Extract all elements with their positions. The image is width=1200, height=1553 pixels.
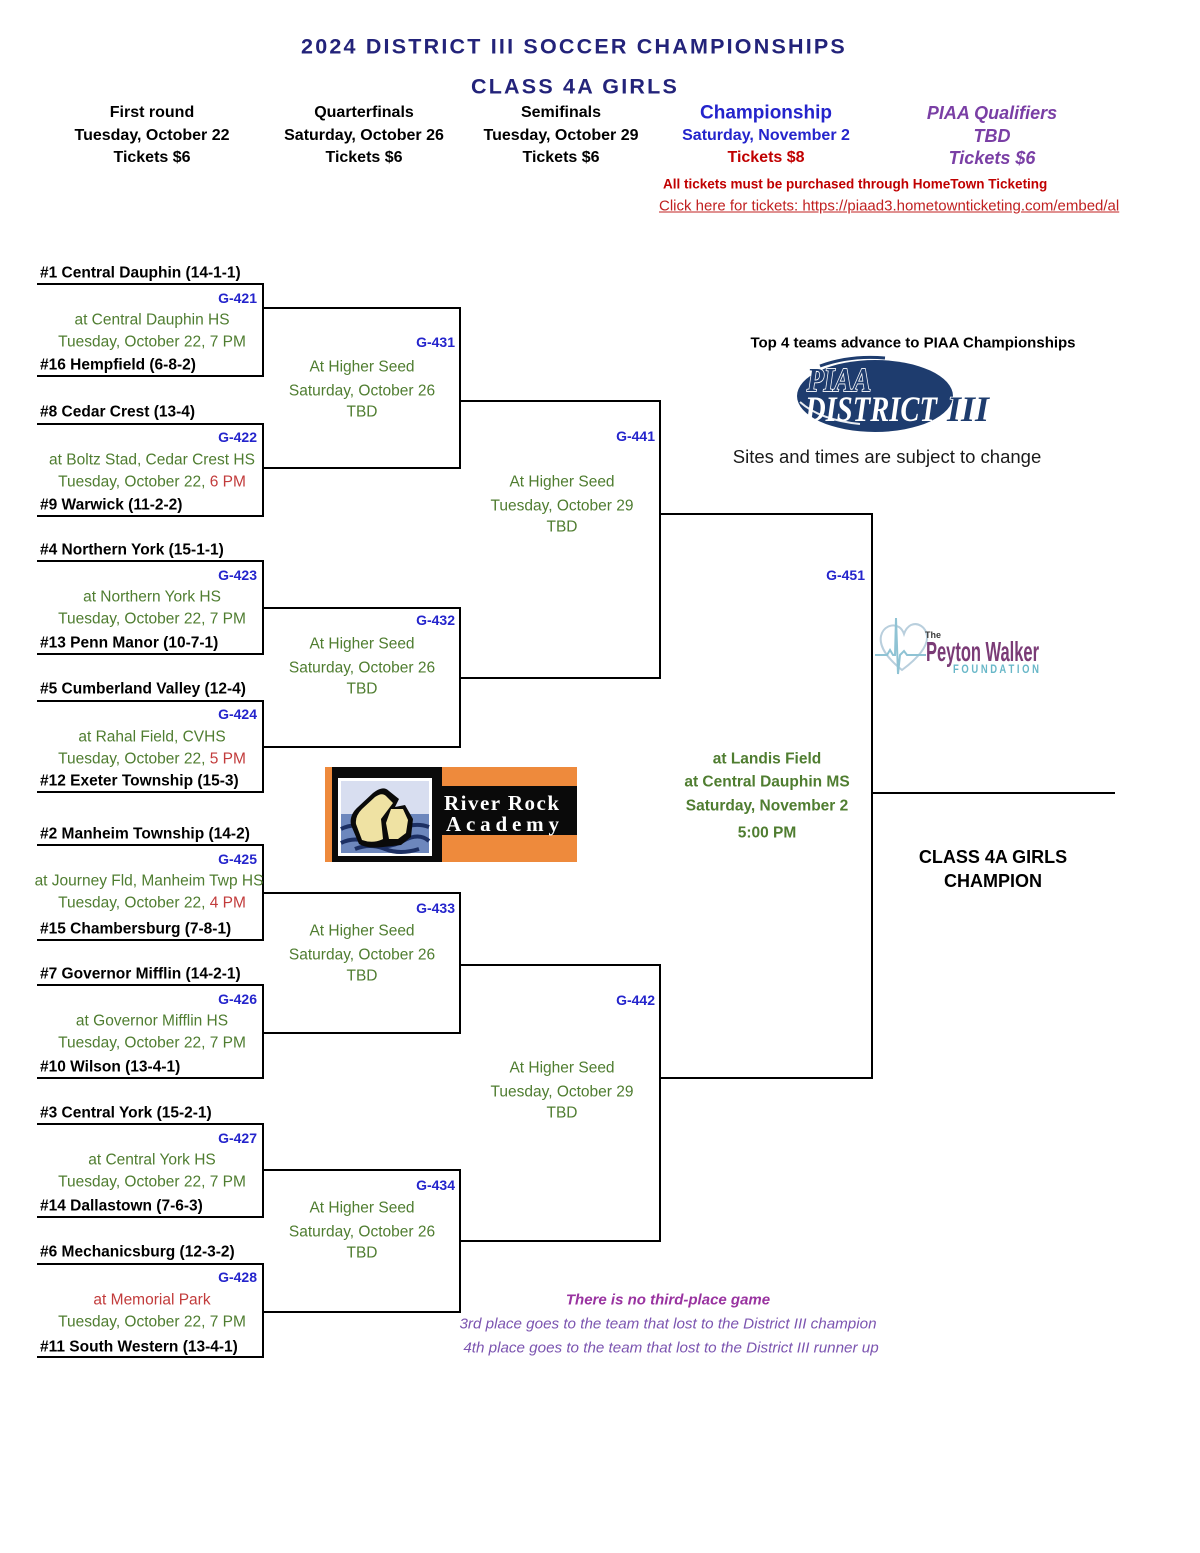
svg-text:III: III [946,389,991,429]
svg-text:PIAA: PIAA [806,362,871,399]
svg-text:Peyton Walker: Peyton Walker [926,636,1039,667]
svg-text:River Rock: River Rock [444,791,559,815]
svg-text:The: The [925,630,941,640]
svg-text:DISTRICT: DISTRICT [804,389,938,429]
svg-text:F O U N D A T I O N: F O U N D A T I O N [953,664,1039,676]
